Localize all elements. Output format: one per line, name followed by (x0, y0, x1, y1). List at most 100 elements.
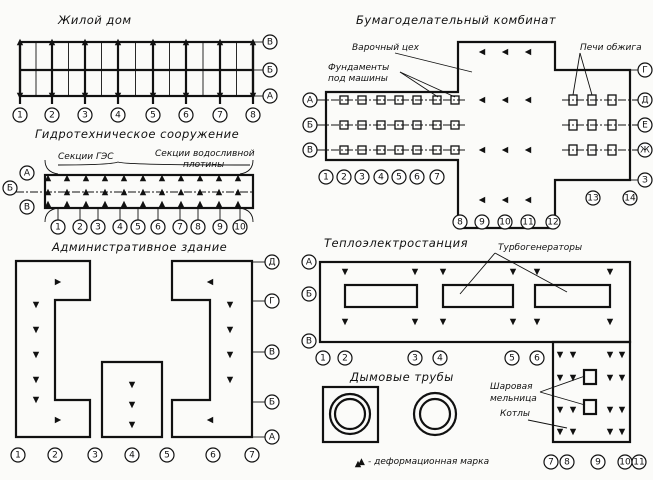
deformation-mark-icon (556, 351, 564, 359)
deformation-mark-icon (82, 174, 90, 182)
axis-bubble-row: А (19, 165, 35, 181)
axis-bubble-col: 5 (504, 350, 520, 366)
svg-text:А: А (306, 258, 313, 268)
axis-bubble-row: В (301, 333, 317, 349)
kiln (568, 119, 578, 131)
axis-bubble-col: 13 (585, 190, 601, 206)
deformation-mark-icon (606, 268, 614, 276)
svg-text:Е: Е (642, 121, 648, 131)
deformation-mark-icon (114, 38, 122, 46)
svg-text:8: 8 (564, 458, 570, 468)
svg-text:Г: Г (269, 297, 275, 307)
svg-text:2: 2 (52, 451, 58, 461)
legend-marker-icon (354, 460, 362, 468)
svg-text:Б: Б (306, 290, 312, 300)
deformation-mark-icon (149, 38, 157, 46)
deformation-mark-icon (478, 48, 486, 56)
svg-text:Б: Б (269, 398, 275, 408)
deformation-mark-icon (158, 200, 166, 208)
deformation-mark-icon (439, 318, 447, 326)
kiln (607, 144, 617, 156)
deformation-mark-icon (196, 200, 204, 208)
machine-foundation (376, 95, 386, 105)
deformation-mark-icon (478, 146, 486, 154)
deformation-mark-icon (216, 38, 224, 46)
axis-bubble-col: 5 (391, 169, 407, 185)
axis-bubble-col: 10 (232, 219, 248, 235)
svg-text:9: 9 (479, 218, 485, 228)
svg-text:7: 7 (177, 223, 183, 233)
machine-foundation (432, 120, 442, 130)
deformation-mark-icon (533, 318, 541, 326)
svg-text:2: 2 (49, 111, 55, 121)
machine-foundation (376, 145, 386, 155)
deformation-mark-icon (226, 376, 234, 384)
kiln (607, 94, 617, 106)
axis-bubble-row: Ж (637, 142, 653, 158)
deformation-mark-icon (618, 374, 626, 382)
deformation-mark-icon (618, 406, 626, 414)
paper-mill-title: Бумагоделательный комбинат (356, 13, 556, 27)
svg-text:7: 7 (249, 451, 255, 461)
deformation-mark-icon (569, 406, 577, 414)
deformation-mark-icon (226, 301, 234, 309)
axis-bubble-col: 7 (543, 454, 559, 470)
axis-bubble-col: 8 (190, 219, 206, 235)
svg-text:6: 6 (183, 111, 189, 121)
axis-bubble-row: Б (264, 394, 280, 410)
axis-bubble-col: 2 (72, 219, 88, 235)
axis-bubble-row: Б (2, 180, 18, 196)
hydro-title: Гидротехническое сооружение (35, 127, 239, 141)
svg-text:В: В (307, 146, 313, 156)
svg-text:Б: Б (267, 66, 273, 76)
axis-bubble-row: А (301, 254, 317, 270)
deformation-mark-icon (606, 318, 614, 326)
svg-text:4: 4 (437, 354, 443, 364)
machine-foundation (357, 145, 367, 155)
axis-bubble-col: 11 (631, 454, 647, 470)
axis-bubble-col: 12 (545, 214, 561, 230)
svg-text:В: В (267, 38, 273, 48)
deformation-mark-icon (114, 92, 122, 100)
deformation-mark-icon (128, 421, 136, 429)
svg-text:11: 11 (522, 218, 533, 228)
svg-text:А: А (24, 169, 31, 179)
deformation-mark-icon (182, 38, 190, 46)
deformation-mark-icon (54, 278, 62, 286)
deformation-mark-icon (234, 200, 242, 208)
deformation-mark-icon (120, 174, 128, 182)
machine-foundation (339, 95, 349, 105)
axis-bubble-row: В (19, 199, 35, 215)
machine-foundation (357, 120, 367, 130)
deformation-mark-icon (101, 200, 109, 208)
deformation-mark-icon (226, 351, 234, 359)
svg-text:12: 12 (547, 218, 558, 228)
svg-text:3: 3 (359, 173, 365, 183)
svg-text:8: 8 (250, 111, 256, 121)
axis-bubble-col: 10 (617, 454, 633, 470)
svg-text:2: 2 (342, 354, 348, 364)
axis-bubble-col: 5 (145, 107, 161, 123)
machine-foundation (450, 145, 460, 155)
axis-bubble-col: 9 (474, 214, 490, 230)
axis-bubble-row: Б (302, 117, 318, 133)
svg-text:1: 1 (55, 223, 61, 233)
deformation-mark-icon (128, 381, 136, 389)
power-plant-plan (318, 252, 632, 444)
axis-bubble-col: 2 (336, 169, 352, 185)
svg-text:5: 5 (150, 111, 156, 121)
deformation-mark-icon (556, 374, 564, 382)
deformation-mark-icon (32, 326, 40, 334)
kiln (568, 94, 578, 106)
deformation-mark-icon (158, 174, 166, 182)
chimneys-label: Дымовые трубы (349, 370, 454, 384)
axis-bubble-row: Б (301, 286, 317, 302)
axis-bubble-col: 7 (172, 219, 188, 235)
ball-mill-label-2: мельница (490, 394, 537, 404)
deformation-mark-icon (215, 174, 223, 182)
deformation-mark-icon (63, 174, 71, 182)
kiln (607, 119, 617, 131)
axis-bubble-col: 6 (178, 107, 194, 123)
svg-text:З: З (642, 176, 648, 186)
deformation-mark-icon (139, 200, 147, 208)
